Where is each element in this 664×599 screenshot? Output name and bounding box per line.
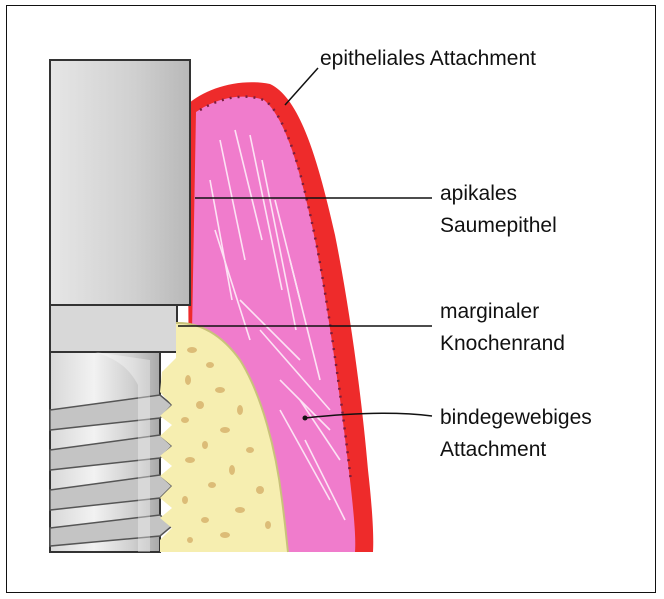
label-connective-attachment-1: bindegewebiges — [440, 404, 592, 431]
leader-epithelial — [285, 68, 318, 105]
label-marginal-bone-2: Knochenrand — [440, 330, 565, 357]
implant-abutment — [50, 60, 190, 305]
label-apical-epithelium-1: apikales — [440, 180, 517, 207]
label-epithelial-attachment: epitheliales Attachment — [320, 45, 536, 72]
label-connective-attachment-2: Attachment — [440, 436, 546, 463]
label-marginal-bone-1: marginaler — [440, 298, 539, 325]
leader-connective-end — [303, 416, 308, 421]
implant-collar — [50, 305, 177, 352]
label-apical-epithelium-2: Saumepithel — [440, 212, 557, 239]
